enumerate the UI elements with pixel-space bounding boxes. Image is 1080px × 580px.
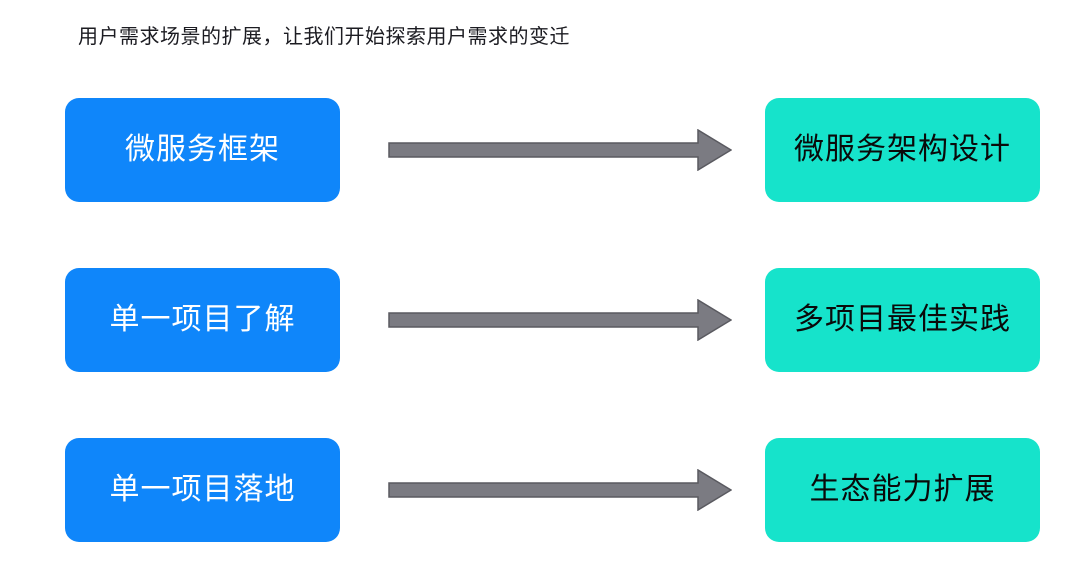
target-node-3-label: 生态能力扩展 <box>809 473 996 506</box>
right-arrow-icon <box>388 299 732 341</box>
source-node-2-label: 单一项目了解 <box>109 303 296 336</box>
target-node-1-label: 微服务架构设计 <box>794 133 1011 166</box>
page-title: 用户需求场景的扩展，让我们开始探索用户需求的变迁 <box>78 26 570 48</box>
target-node-3[interactable]: 生态能力扩展 <box>765 438 1040 542</box>
source-node-3-label: 单一项目落地 <box>109 473 296 506</box>
source-node-2[interactable]: 单一项目了解 <box>65 268 340 372</box>
right-arrow-icon <box>388 469 732 511</box>
source-node-3[interactable]: 单一项目落地 <box>65 438 340 542</box>
source-node-1-label: 微服务框架 <box>125 133 280 166</box>
target-node-2[interactable]: 多项目最佳实践 <box>765 268 1040 372</box>
transition-row: 单一项目了解 多项目最佳实践 <box>0 268 1080 372</box>
transition-row: 单一项目落地 生态能力扩展 <box>0 438 1080 542</box>
target-node-1[interactable]: 微服务架构设计 <box>765 98 1040 202</box>
right-arrow-icon <box>388 129 732 171</box>
target-node-2-label: 多项目最佳实践 <box>794 303 1011 336</box>
transition-row: 微服务框架 微服务架构设计 <box>0 98 1080 202</box>
source-node-1[interactable]: 微服务框架 <box>65 98 340 202</box>
